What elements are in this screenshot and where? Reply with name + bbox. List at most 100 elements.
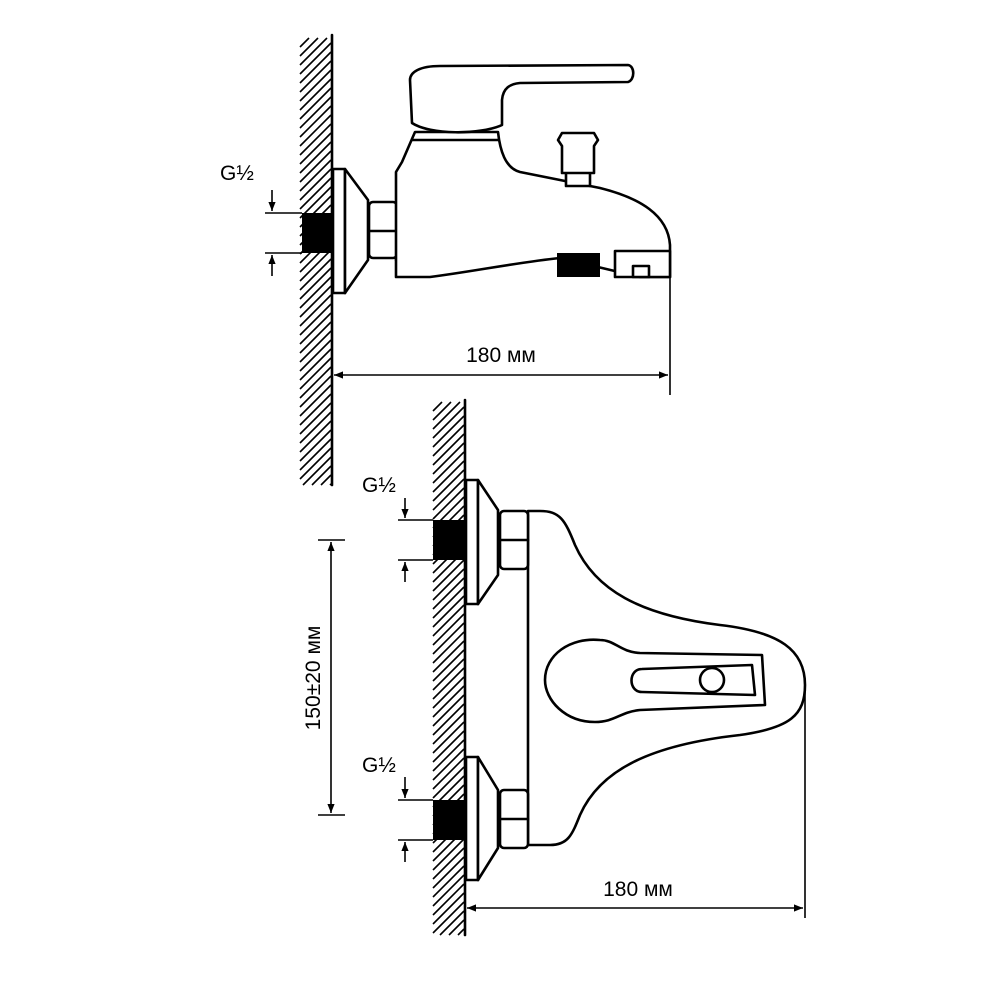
hatch-line: [432, 622, 465, 655]
hatch-line: [299, 60, 332, 93]
hatch-line: [432, 658, 465, 691]
hatch-line: [299, 348, 332, 381]
hatch-line: [432, 730, 465, 763]
hatch-line: [432, 442, 465, 475]
hatch-line: [299, 168, 332, 201]
hatch-line: [457, 928, 465, 936]
diverter-knob: [556, 131, 600, 175]
hatch-line: [299, 249, 332, 282]
hatch-line: [299, 37, 310, 48]
hatch-line: [299, 114, 332, 147]
hatch-line: [299, 312, 332, 345]
hatch-line: [299, 411, 332, 444]
hatch-line: [432, 703, 465, 736]
hatch-line: [302, 456, 332, 486]
hatch-line: [299, 132, 332, 165]
hatch-line: [299, 438, 332, 471]
wall-hatching-top: [299, 37, 332, 486]
hatch-line: [439, 910, 465, 936]
hatch-line: [299, 51, 332, 84]
upper-flange-cone: [476, 478, 500, 606]
flange-cone: [343, 167, 370, 295]
upper-thread-extension-lines: [398, 519, 433, 561]
hatch-line: [299, 393, 332, 426]
thread-label: G½: [220, 162, 254, 185]
hatch-line: [299, 321, 332, 354]
hatch-line: [299, 366, 332, 399]
hatch-line: [299, 276, 332, 309]
hatch-line: [432, 838, 465, 871]
width-extension-lines: [464, 685, 806, 918]
top-view: G½ 180 мм: [220, 33, 672, 487]
wall-hatching-front: [432, 401, 465, 936]
upper-thread-label: G½: [362, 474, 396, 497]
pipe-thread-block: [302, 213, 332, 253]
hatch-line: [432, 469, 465, 502]
lower-pipe-thread: [433, 800, 465, 840]
hatch-line: [299, 339, 332, 372]
hatch-line: [299, 285, 332, 318]
handle-slot: [630, 663, 757, 697]
hatch-line: [432, 676, 465, 709]
hatch-line: [432, 478, 465, 511]
hatch-line: [432, 460, 465, 493]
hatch-line: [299, 37, 328, 66]
hatch-line: [432, 401, 452, 421]
hatch-line: [432, 451, 465, 484]
spacing-dimension-label: 150±20 мм: [302, 626, 325, 731]
hatch-line: [299, 267, 332, 300]
hatch-line: [432, 757, 465, 790]
hatch-line: [432, 901, 465, 934]
hatch-line: [432, 748, 465, 781]
hatch-line: [299, 141, 332, 174]
hatch-line: [432, 856, 465, 889]
hatch-line: [299, 357, 332, 390]
hatch-line: [299, 37, 319, 57]
hatch-line: [299, 303, 332, 336]
spacing-extension-lines: [318, 539, 345, 816]
hatch-line: [432, 874, 465, 907]
hatch-line: [432, 424, 465, 457]
hatch-line: [299, 447, 332, 480]
hatch-line: [432, 883, 465, 916]
hatch-line: [299, 123, 332, 156]
hatch-line: [432, 892, 465, 925]
hatch-line: [299, 186, 332, 219]
hatch-line: [432, 577, 465, 610]
handle-cap: [698, 666, 726, 694]
hatch-line: [299, 96, 332, 129]
hatch-line: [432, 401, 443, 412]
upper-flange: [464, 478, 480, 606]
hatch-line: [320, 474, 332, 486]
hatch-line: [432, 433, 465, 466]
hatch-line: [432, 487, 465, 520]
hatch-line: [432, 595, 465, 628]
hatch-line: [432, 559, 465, 592]
hatch-line: [432, 401, 461, 430]
hatch-line: [299, 159, 332, 192]
hatch-line: [432, 406, 465, 439]
hatch-line: [432, 604, 465, 637]
hatch-line: [448, 919, 465, 936]
hatch-line: [299, 87, 332, 120]
hatch-line: [299, 375, 332, 408]
hatch-line: [299, 78, 332, 111]
hatch-line: [432, 640, 465, 673]
hatch-line: [299, 177, 332, 210]
hatch-line: [432, 721, 465, 754]
hatch-line: [432, 694, 465, 727]
hatch-line: [299, 42, 332, 75]
mixer-body: [394, 130, 672, 279]
hatch-line: [432, 685, 465, 718]
hatch-line: [299, 258, 332, 291]
lower-flange-cone: [476, 755, 500, 882]
lever-handle: [408, 63, 635, 134]
upper-pipe-thread: [433, 520, 465, 560]
hatch-line: [432, 712, 465, 745]
thread-extension-lines: [265, 212, 302, 254]
hatch-line: [432, 649, 465, 682]
spout-outlet-detail: [631, 264, 651, 279]
hatch-line: [432, 613, 465, 646]
hatch-line: [299, 429, 332, 462]
hatch-line: [432, 631, 465, 664]
